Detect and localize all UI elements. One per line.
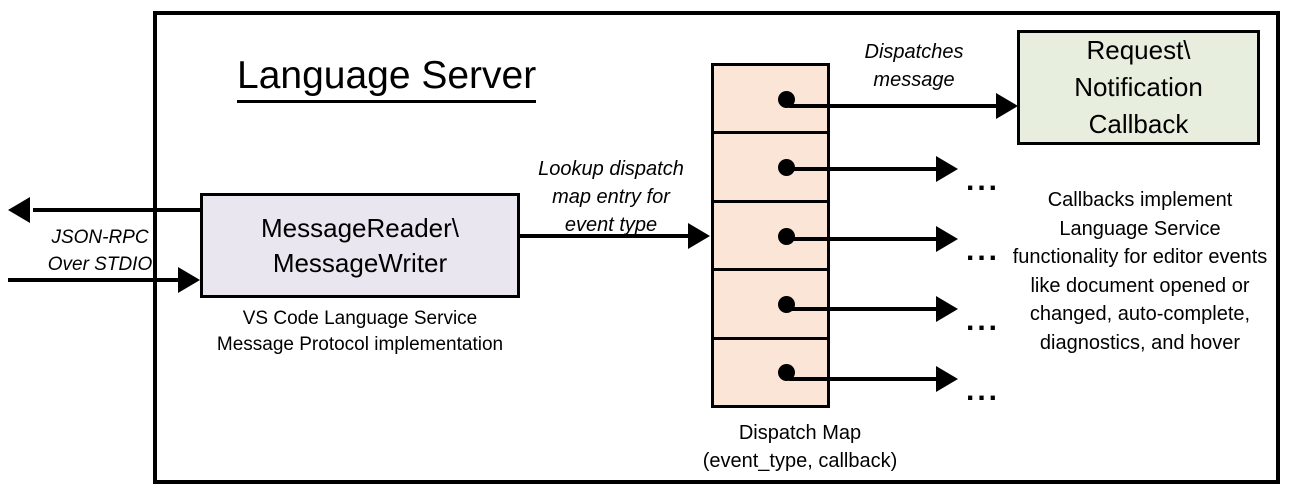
inbound-stdio-arrowhead — [178, 267, 200, 293]
dispatch-row1-arrowhead — [996, 93, 1018, 119]
dispatch-entry-dot-icon — [778, 90, 796, 108]
dispatch-row5-line — [789, 377, 939, 381]
dispatch-row4-arrowhead — [936, 296, 958, 322]
dispatch-map-row[interactable] — [714, 340, 827, 405]
language-server-boundary — [153, 11, 1280, 484]
page-title: Language Server — [237, 52, 537, 103]
lookup-dispatch-line — [520, 234, 690, 238]
dispatch-row3-line — [789, 237, 939, 241]
dispatch-row4-line — [789, 307, 939, 311]
message-reader-writer-box[interactable]: MessageReader\ MessageWriter — [200, 193, 520, 298]
dispatch-row3-arrowhead — [936, 226, 958, 252]
dispatch-row5-ellipsis: ... — [966, 374, 1001, 407]
dispatch-map-row[interactable] — [714, 66, 827, 135]
request-notification-callback-label: Request\ Notification Callback — [1074, 35, 1203, 139]
outbound-stdio-arrowhead — [8, 197, 30, 223]
dispatch-map-row[interactable] — [714, 134, 827, 203]
dispatch-row5-arrowhead — [936, 366, 958, 392]
message-reader-writer-caption: VS Code Language Service Message Protoco… — [216, 308, 504, 355]
dispatch-map-row[interactable] — [714, 271, 827, 340]
lookup-dispatch-label: Lookup dispatch map entry for event type — [538, 158, 684, 236]
dispatch-entry-dot-icon — [778, 159, 796, 177]
message-reader-writer-label: MessageReader\ MessageWriter — [261, 212, 459, 278]
dispatch-row2-line — [789, 167, 939, 171]
jsonrpc-stdio-label: JSON-RPC Over STDIO — [47, 227, 153, 275]
dispatches-message-label: Dispatches message — [864, 41, 964, 91]
dispatch-row2-ellipsis: ... — [966, 164, 1001, 197]
outbound-stdio-line — [33, 208, 203, 212]
dispatch-map-caption: Dispatch Map (event_type, callback) — [702, 422, 898, 472]
callback-description: Callbacks implement Language Service fun… — [1012, 189, 1268, 354]
lookup-dispatch-arrowhead — [688, 223, 710, 249]
dispatch-row2-arrowhead — [936, 156, 958, 182]
dispatch-map-table[interactable] — [711, 63, 830, 408]
dispatch-row1-line — [789, 104, 1000, 108]
dispatch-row4-ellipsis: ... — [966, 304, 1001, 337]
request-notification-callback-box[interactable]: Request\ Notification Callback — [1017, 30, 1260, 145]
inbound-stdio-line — [8, 278, 183, 282]
dispatch-row3-ellipsis: ... — [966, 234, 1001, 267]
